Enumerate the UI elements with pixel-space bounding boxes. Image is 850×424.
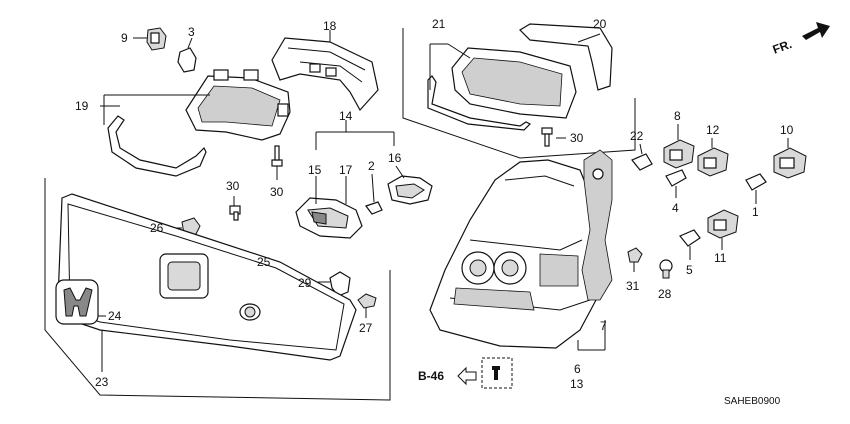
bolt-icon xyxy=(492,366,500,380)
front-direction-arrow-icon: FR. xyxy=(771,22,830,57)
part-code: SAHEB0900 xyxy=(724,396,781,407)
callout-12: 12 xyxy=(706,123,720,137)
tail-light-part-6-13 xyxy=(429,159,606,351)
callout-10: 10 xyxy=(780,123,794,137)
callout-27: 27 xyxy=(359,321,373,335)
bulb-part-1 xyxy=(745,173,767,204)
high-mount-light-group-outline xyxy=(402,28,636,159)
callout-30-lower: 30 xyxy=(226,179,240,193)
bulb-part-22 xyxy=(631,143,653,171)
reference-dashed-box xyxy=(481,357,513,389)
callout-14: 14 xyxy=(339,109,353,123)
callout-1: 1 xyxy=(752,205,759,219)
screw-part-28 xyxy=(659,259,673,279)
callout-29: 29 xyxy=(298,276,312,290)
clip-part-29 xyxy=(318,271,351,297)
socket-part-11 xyxy=(707,209,739,250)
callout-15: 15 xyxy=(308,163,322,177)
nut-part-31 xyxy=(627,247,643,272)
socket-part-10 xyxy=(773,138,807,179)
callout-3: 3 xyxy=(188,25,195,39)
callout-30-upper: 30 xyxy=(570,131,584,145)
callout-6: 6 xyxy=(574,362,581,376)
callout-11: 11 xyxy=(714,251,727,265)
gasket-part-7 xyxy=(581,149,613,301)
callout-26: 26 xyxy=(150,221,164,235)
bolt-part-30-upper xyxy=(541,127,566,147)
callout-30-middle: 30 xyxy=(270,185,284,199)
high-mount-lamp-part-19 xyxy=(100,69,291,177)
callout-16: 16 xyxy=(388,151,402,165)
assembly-group-part-14 xyxy=(315,120,395,150)
socket-part-8 xyxy=(663,124,695,169)
screw-part-27 xyxy=(357,293,377,318)
direction-label: FR. xyxy=(771,37,794,57)
callout-13: 13 xyxy=(570,377,584,391)
callout-23: 23 xyxy=(95,375,109,389)
reference-arrow-icon xyxy=(457,366,477,386)
callout-5: 5 xyxy=(686,263,693,277)
callout-4: 4 xyxy=(672,201,679,215)
callout-25: 25 xyxy=(257,255,271,269)
callout-18: 18 xyxy=(323,19,337,33)
reference-b46: B-46 xyxy=(418,357,513,389)
socket-part-12 xyxy=(697,138,729,177)
callout-31: 31 xyxy=(626,279,640,293)
bolt-part-30-lower xyxy=(229,196,241,221)
callout-22: 22 xyxy=(630,129,644,143)
bulb-part-4 xyxy=(665,169,687,198)
callout-8: 8 xyxy=(674,109,681,123)
callout-7: 7 xyxy=(600,319,607,333)
high-mount-housing-part-18 xyxy=(271,30,379,112)
bolt-part-30-middle xyxy=(271,145,283,180)
callout-2: 2 xyxy=(368,159,375,173)
callout-20: 20 xyxy=(593,17,607,31)
callout-24: 24 xyxy=(108,309,122,323)
callout-9: 9 xyxy=(121,31,128,45)
emblem-part-24 xyxy=(55,279,106,325)
socket-part-16 xyxy=(387,165,433,205)
callout-21: 21 xyxy=(432,17,446,31)
callout-17: 17 xyxy=(339,163,353,177)
lens-part-20 xyxy=(519,23,613,91)
callout-19: 19 xyxy=(75,99,89,113)
callout-28: 28 xyxy=(658,287,672,301)
bulb-part-2 xyxy=(365,173,383,215)
bulb-socket-part-9 xyxy=(133,27,167,51)
reference-label: B-46 xyxy=(418,369,444,383)
bulb-part-3 xyxy=(177,37,197,73)
license-garnish-group-outline xyxy=(44,178,391,401)
high-mount-lamp-part-21 xyxy=(427,43,577,131)
license-garnish-part-23 xyxy=(57,193,357,372)
bulb-part-5 xyxy=(679,229,701,260)
license-light-part-15-17 xyxy=(295,176,363,239)
